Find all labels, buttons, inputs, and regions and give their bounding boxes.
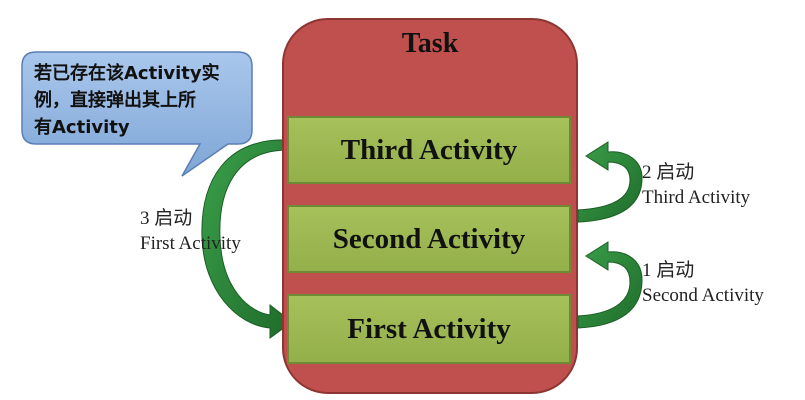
launch-third-step: 2 启动 xyxy=(642,162,695,183)
launch-second-step: 1 启动 xyxy=(642,260,695,281)
launch-second-arrow xyxy=(577,241,643,329)
launch-second-target: Second Activity xyxy=(642,285,764,306)
launch-third-arrow xyxy=(577,141,643,223)
callout-line-1: 若已存在该Activity实 xyxy=(34,63,220,84)
third-activity-label: Third Activity xyxy=(340,133,518,166)
callout-line-2: 例，直接弹出其上所 xyxy=(34,90,196,111)
launch-third-label: 2 启动 Third Activity xyxy=(642,160,750,210)
first-activity-box: First Activity xyxy=(287,294,571,364)
second-activity-box: Second Activity xyxy=(287,205,571,273)
launch-third-target: Third Activity xyxy=(642,187,751,208)
third-activity-box: Third Activity xyxy=(287,116,571,184)
launch-first-step: 3 启动 xyxy=(140,208,193,229)
launch-second-label: 1 启动 Second Activity xyxy=(642,258,764,308)
launch-first-target: First Activity xyxy=(140,233,241,254)
task-title: Task xyxy=(401,28,459,59)
launch-first-label: 3 启动 First Activity xyxy=(140,206,241,256)
first-activity-label: First Activity xyxy=(347,312,511,345)
launch-first-arrow xyxy=(201,139,293,339)
callout-bubble xyxy=(21,51,253,177)
callout-line-3: 有Activity xyxy=(34,117,130,138)
second-activity-label: Second Activity xyxy=(332,222,526,255)
callout-text: 若已存在该Activity实 例，直接弹出其上所 有Activity xyxy=(34,60,249,141)
